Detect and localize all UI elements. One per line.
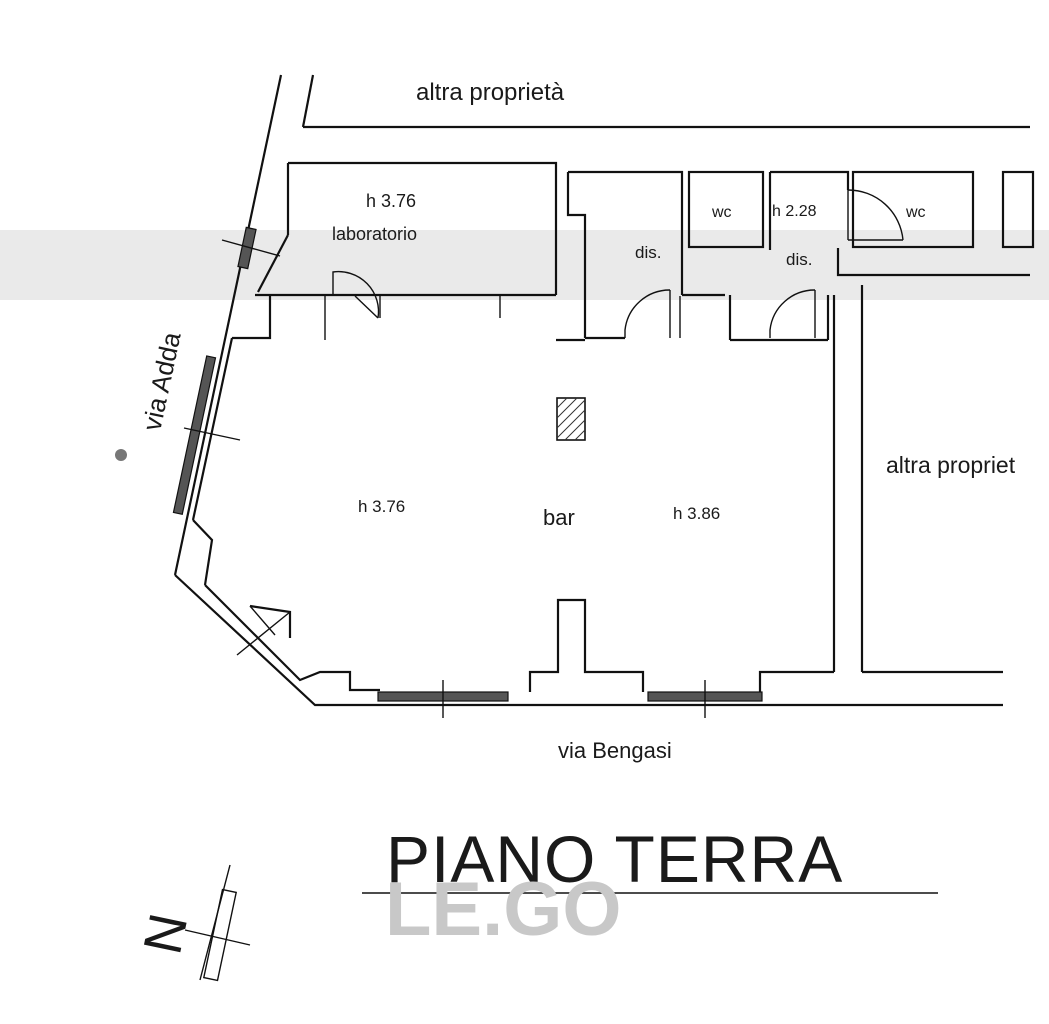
- lab-height-label: h 3.76: [366, 191, 416, 211]
- service-block: [556, 170, 1035, 342]
- floor-title: PIANO TERRA: [386, 822, 843, 896]
- wc-label-2: wc: [905, 204, 926, 221]
- bar-height-left-label: h 3.76: [358, 497, 405, 516]
- dis-label-1: dis.: [635, 243, 661, 262]
- bar-windows: [172, 355, 763, 718]
- bar-height-right-label: h 3.86: [673, 504, 720, 523]
- watermark: LE.GO: [385, 867, 621, 952]
- ink-blot: [115, 449, 127, 461]
- top-property-label: altra proprietà: [416, 79, 565, 106]
- entrance-arrow-icon: [236, 604, 292, 656]
- wc-height-label: h 2.28: [772, 203, 817, 220]
- wc-label-1: wc: [711, 204, 732, 221]
- bar-room: [174, 285, 1003, 707]
- scan-band: [0, 230, 1049, 300]
- via-bengasi-label: via Bengasi: [558, 738, 672, 763]
- via-adda-label: via Adda: [137, 329, 187, 433]
- lab-name-label: laboratorio: [332, 224, 417, 244]
- lab-door: [324, 270, 501, 340]
- bar-name-label: bar: [543, 505, 575, 530]
- right-property-label: altra propriet: [886, 452, 1016, 478]
- laboratorio-room: [221, 161, 558, 297]
- dis-label-2: dis.: [786, 250, 812, 269]
- via-adda-street-edge: [173, 74, 283, 576]
- north-letter: N: [132, 908, 199, 959]
- top-property-boundary: [301, 74, 1030, 129]
- north-arrow-icon: N: [132, 864, 251, 982]
